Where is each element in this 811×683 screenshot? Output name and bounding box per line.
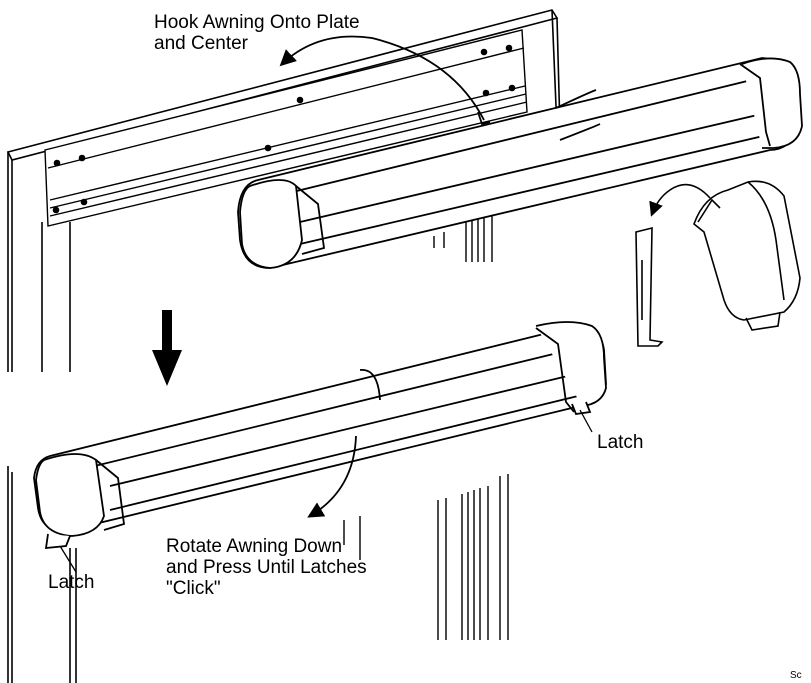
latch-label-left: Latch [48,572,95,593]
corner-cut-label: Sc [790,670,802,681]
bottom-door-frame [7,466,77,683]
rotate-awning-label-line-1: Rotate Awning Down [166,536,343,557]
hook-awning-label-line-2: and Center [154,33,249,54]
mounting-plate [44,29,528,227]
latch-right-leader [579,409,593,433]
bottom-door-window-lines [343,474,509,640]
top-door-window-lines [433,212,493,262]
top-door-frame [6,9,561,372]
down-arrow-icon [152,310,182,386]
rotate-awning-label-line-2: and Press Until Latches [166,557,367,578]
curved-arrow-icon [279,35,485,121]
hook-awning-label: Hook Awning Onto Plate and Center [154,12,360,54]
hook-detail [635,180,801,347]
latch-left-leader [59,545,77,573]
curved-arrow-icon [307,435,357,518]
top-awning-cassette [237,57,803,269]
hook-awning-label-line-1: Hook Awning Onto Plate [154,12,360,33]
curved-arrow-icon [649,183,711,217]
rotate-awning-label-line-3: "Click" [166,578,221,599]
rotate-awning-label: Rotate Awning Down and Press Until Latch… [166,536,367,599]
latch-label-right: Latch [597,432,644,453]
bottom-awning-cassette [33,321,607,550]
